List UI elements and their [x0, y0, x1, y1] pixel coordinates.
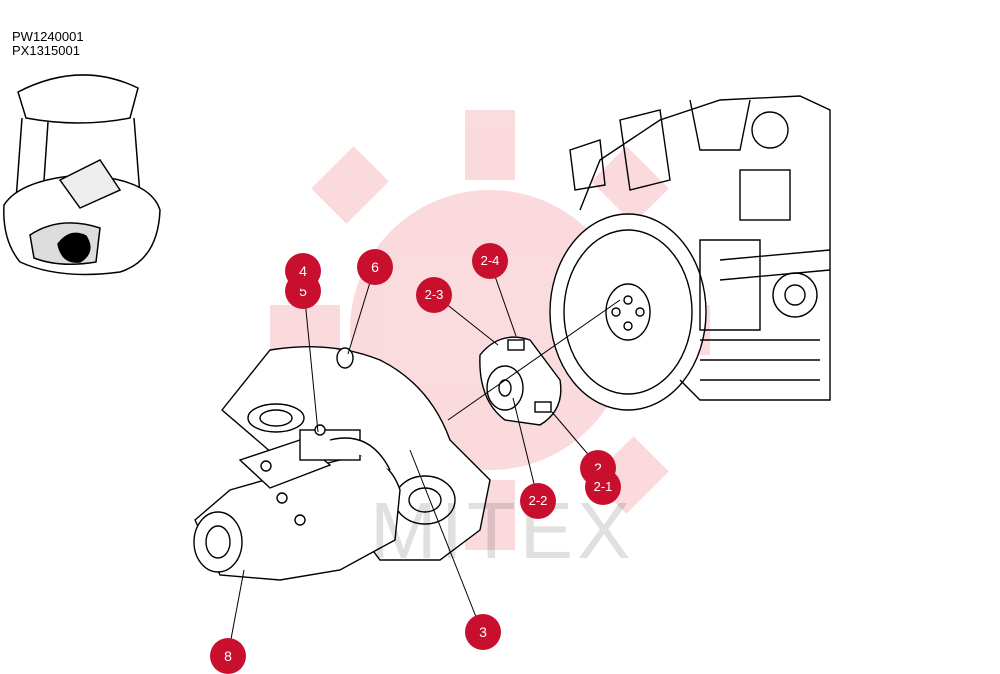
watermark-logo: MITEX: [370, 486, 635, 575]
callout-8[interactable]: 8: [210, 638, 246, 674]
callout-4[interactable]: 4: [285, 253, 321, 289]
model-code-2: PX1315001: [12, 43, 80, 58]
model-codes: PW1240001 PX1315001: [12, 30, 84, 58]
coupling-illustration: [479, 336, 562, 426]
callout-2-4[interactable]: 2-4: [472, 243, 508, 279]
machine-thumbnail-image: [3, 74, 161, 276]
callout-3[interactable]: 3: [465, 614, 501, 650]
callout-2-3[interactable]: 2-3: [416, 277, 452, 313]
callout-2-2[interactable]: 2-2: [520, 483, 556, 519]
callout-6[interactable]: 6: [357, 249, 393, 285]
engine-illustration: [549, 95, 831, 411]
model-code-1: PW1240001: [12, 29, 84, 44]
hydraulic-pump-illustration: [193, 424, 401, 581]
callout-2-1[interactable]: 2-1: [585, 469, 621, 505]
